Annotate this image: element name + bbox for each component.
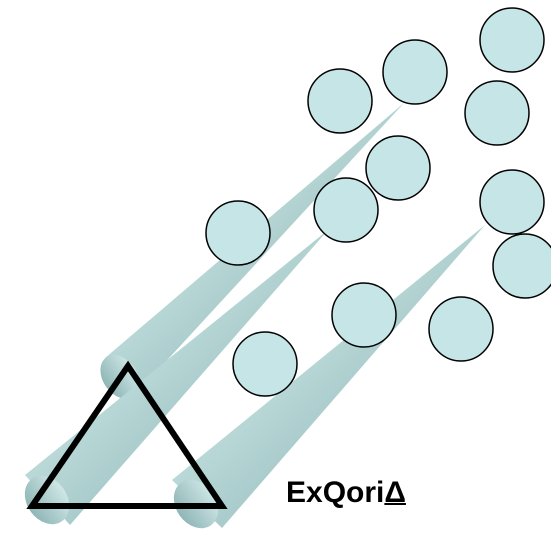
beam-middle [25, 230, 328, 525]
sphere [464, 80, 530, 146]
beam-middle-cap [24, 475, 70, 525]
sphere [232, 331, 298, 397]
delta-symbol: Δ [384, 476, 406, 509]
brand-logo: ExQoriΔ [286, 478, 406, 508]
sphere [313, 177, 379, 243]
brand-wordmark: ExQori [286, 476, 385, 509]
sphere [492, 233, 551, 299]
beam-bottom [172, 225, 485, 528]
sphere-group [205, 7, 551, 397]
sphere [479, 7, 545, 73]
sphere [479, 169, 545, 235]
sphere [365, 135, 431, 201]
sphere [428, 296, 494, 362]
sphere [382, 39, 448, 105]
sphere [307, 68, 373, 134]
sphere [331, 282, 397, 348]
triangle-outline [26, 360, 228, 509]
sphere [205, 200, 271, 266]
